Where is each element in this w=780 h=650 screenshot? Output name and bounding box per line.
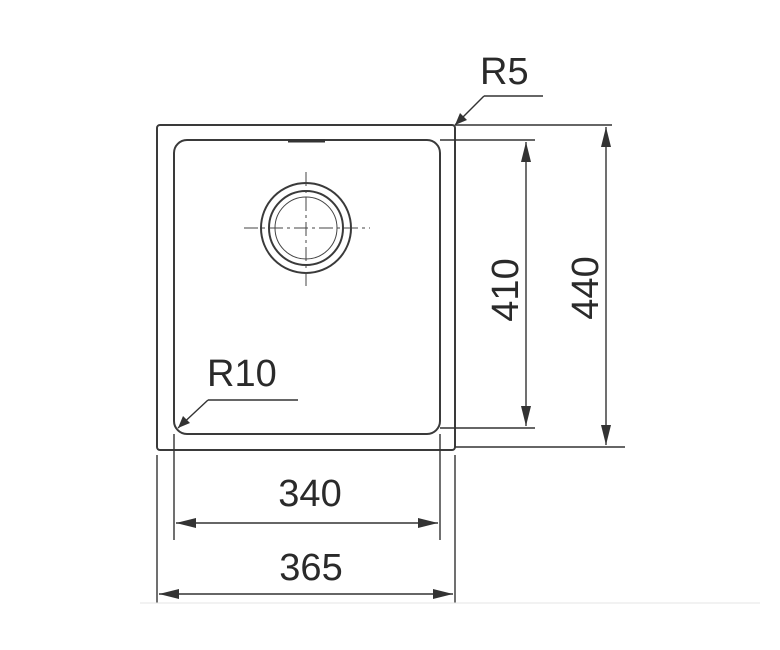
dimension-340-label: 340 [278,473,341,515]
dimension-340-line [176,518,438,528]
dimension-440-label: 440 [565,256,607,319]
r5-leader [454,95,543,126]
dimension-365-line [159,589,453,599]
dimension-410-line [521,142,531,426]
dimension-440-line [601,127,611,445]
dimension-365-label: 365 [279,547,342,589]
r10-leader [177,399,298,429]
r5-label: R5 [480,51,529,93]
dimension-410-label: 410 [485,258,527,321]
r10-label: R10 [207,353,277,395]
sink-outer-outline [156,124,456,451]
drain-icon [244,172,370,290]
